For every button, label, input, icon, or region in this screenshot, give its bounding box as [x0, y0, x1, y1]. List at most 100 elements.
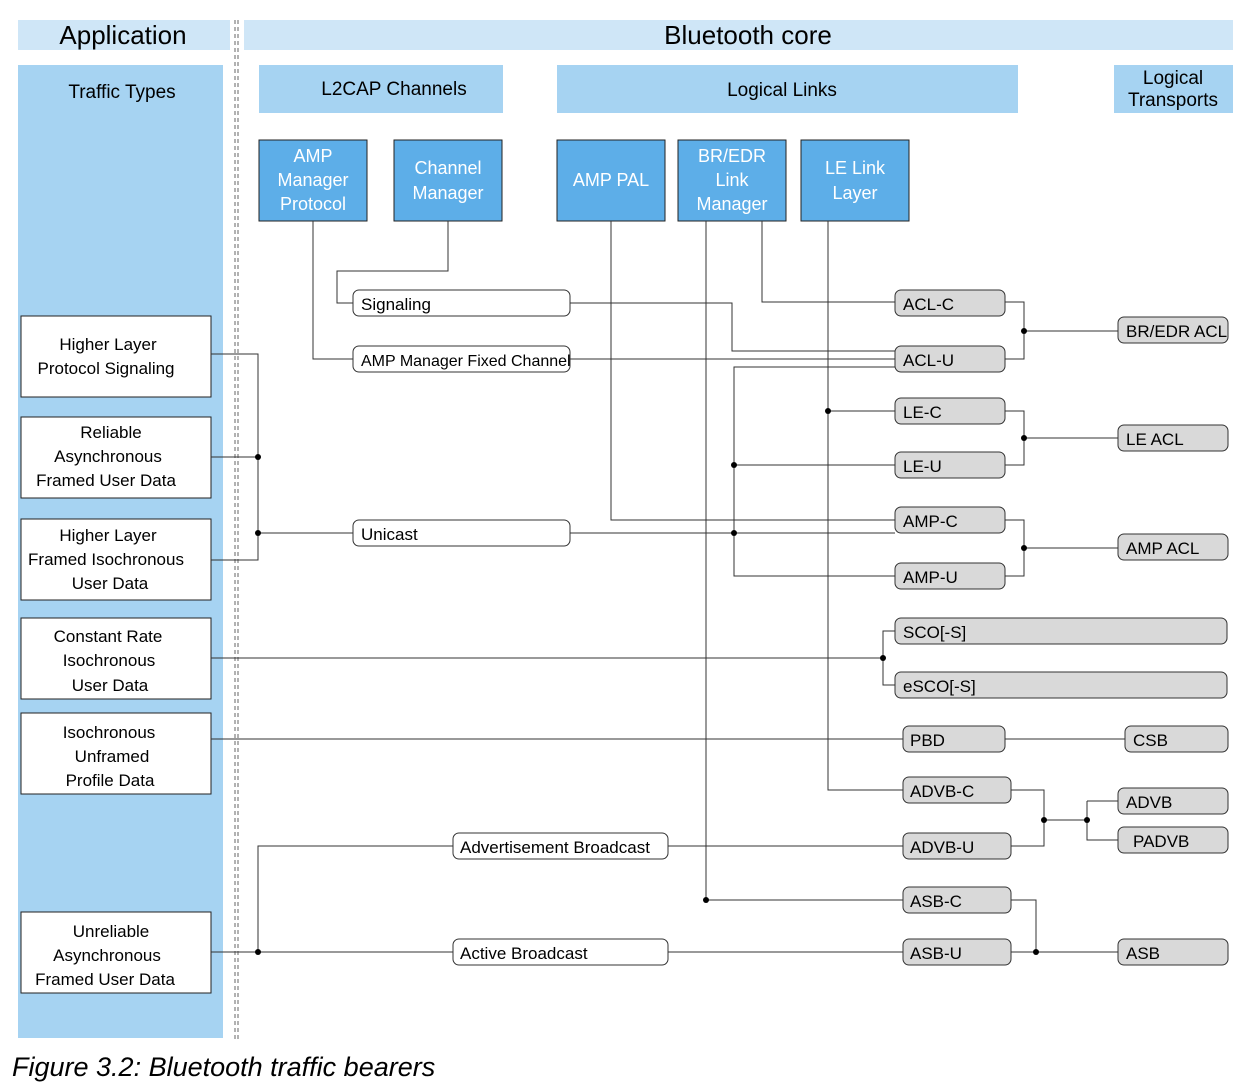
svg-text:LE Link: LE Link [825, 158, 886, 178]
traffic-reliable-async-framed: Reliable Asynchronous Framed User Data [20, 416, 212, 499]
svg-text:Protocol Signaling: Protocol Signaling [37, 359, 174, 378]
svg-text:Asynchronous: Asynchronous [54, 447, 162, 466]
svg-text:Unreliable: Unreliable [73, 922, 150, 941]
svg-text:Higher Layer: Higher Layer [59, 526, 157, 545]
transport-amp-acl-label: AMP ACL [1126, 539, 1199, 558]
traffic-constant-rate-iso: Constant Rate Isochronous User Data [20, 617, 212, 700]
channel-active-broadcast: Active Broadcast [452, 938, 669, 966]
link-sco [894, 617, 1228, 645]
logical-transports-label-line1: Logical [1143, 68, 1203, 89]
svg-text:Framed Isochronous: Framed Isochronous [28, 550, 184, 569]
svg-text:User Data: User Data [72, 574, 149, 593]
transport-asb [1117, 938, 1229, 966]
traffic-higher-layer-framed-iso: Higher Layer Framed Isochronous User Dat… [20, 518, 212, 601]
link-esco-label: eSCO[-S] [903, 677, 976, 696]
channel-manager-block: Channel Manager [393, 139, 503, 222]
transport-csb [1124, 725, 1229, 753]
link-sco-label: SCO[-S] [903, 623, 966, 642]
svg-text:Isochronous: Isochronous [63, 651, 156, 670]
link-advb-c [902, 776, 1012, 804]
link-amp-c [894, 506, 1006, 534]
svg-text:Signaling: Signaling [361, 295, 431, 314]
application-header [18, 20, 230, 50]
figure-caption: Figure 3.2: Bluetooth traffic bearers [12, 1052, 436, 1082]
link-le-u [894, 451, 1006, 479]
transport-bredr-acl-label: BR/EDR ACL [1126, 322, 1227, 341]
channel-advertisement-broadcast: Advertisement Broadcast [452, 832, 669, 860]
svg-text:AMP Manager Fixed Channel: AMP Manager Fixed Channel [361, 353, 571, 370]
link-amp-u [894, 562, 1006, 590]
link-acl-c [894, 289, 1006, 317]
link-acl-u-label: ACL-U [903, 351, 954, 370]
le-link-layer-block: LE Link Layer [800, 139, 910, 222]
svg-text:Advertisement Broadcast: Advertisement Broadcast [460, 838, 650, 857]
link-le-u-label: LE-U [903, 457, 942, 476]
transport-csb-label: CSB [1133, 731, 1168, 750]
svg-text:Framed User Data: Framed User Data [36, 471, 176, 490]
svg-text:Active Broadcast: Active Broadcast [460, 944, 588, 963]
svg-text:Unframed: Unframed [75, 747, 150, 766]
link-advb-u [902, 832, 1012, 860]
channel-unicast: Unicast [352, 519, 571, 547]
svg-text:Reliable: Reliable [80, 423, 141, 442]
svg-text:Manager: Manager [696, 194, 767, 214]
transport-advb-label: ADVB [1126, 793, 1172, 812]
traffic-types-label: Traffic Types [68, 82, 175, 103]
transport-asb-label: ASB [1126, 944, 1160, 963]
logical-transports-header [1114, 65, 1233, 113]
bredr-link-manager-block: BR/EDR Link Manager [677, 139, 787, 222]
application-header-label: Application [59, 20, 186, 50]
svg-text:User Data: User Data [72, 676, 149, 695]
svg-text:Manager: Manager [277, 170, 348, 190]
link-asb-c-label: ASB-C [910, 892, 962, 911]
svg-text:AMP: AMP [293, 146, 332, 166]
amp-manager-protocol-block: AMP Manager Protocol [258, 139, 368, 222]
traffic-iso-unframed-profile: Isochronous Unframed Profile Data [20, 712, 212, 795]
transport-advb [1117, 787, 1229, 815]
link-advb-c-label: ADVB-C [910, 782, 974, 801]
transport-padvb-label: PADVB [1133, 832, 1189, 851]
link-advb-u-label: ADVB-U [910, 838, 974, 857]
bluetooth-core-header [244, 20, 1233, 50]
junction-dots [255, 328, 1090, 955]
link-asb-u-label: ASB-U [910, 944, 962, 963]
svg-text:Isochronous: Isochronous [63, 723, 156, 742]
amp-pal-block: AMP PAL [556, 139, 666, 222]
transport-bredr-acl [1117, 316, 1229, 344]
svg-text:Higher Layer: Higher Layer [59, 335, 157, 354]
link-esco [894, 671, 1228, 699]
traffic-unreliable-async-framed: Unreliable Asynchronous Framed User Data [20, 911, 212, 994]
link-asb-u [902, 938, 1012, 966]
l2cap-channels-header [259, 65, 503, 113]
link-acl-u [894, 345, 1006, 373]
bluetooth-core-header-label: Bluetooth core [664, 20, 832, 50]
svg-text:Channel: Channel [414, 158, 481, 178]
svg-text:Profile Data: Profile Data [66, 771, 155, 790]
logical-links-label: Logical Links [727, 80, 837, 101]
link-le-c-label: LE-C [903, 403, 942, 422]
channel-amp-manager-fixed: AMP Manager Fixed Channel [352, 345, 571, 373]
svg-text:Unicast: Unicast [361, 525, 418, 544]
transport-le-acl-label: LE ACL [1126, 430, 1184, 449]
link-amp-c-label: AMP-C [903, 512, 958, 531]
logical-transports-label-line2: Transports [1128, 90, 1218, 111]
channel-signaling: Signaling [352, 289, 571, 317]
link-acl-c-label: ACL-C [903, 295, 954, 314]
link-amp-u-label: AMP-U [903, 568, 958, 587]
link-pbd [902, 725, 1006, 753]
traffic-higher-layer-signaling: Higher Layer Protocol Signaling [20, 315, 212, 398]
svg-text:Link: Link [715, 170, 749, 190]
svg-text:AMP PAL: AMP PAL [573, 170, 649, 190]
transport-amp-acl [1117, 533, 1229, 561]
svg-text:Framed User Data: Framed User Data [35, 970, 175, 989]
svg-text:Constant Rate: Constant Rate [54, 627, 163, 646]
svg-text:Asynchronous: Asynchronous [53, 946, 161, 965]
svg-text:Manager: Manager [412, 183, 483, 203]
l2cap-channels-label: L2CAP Channels [321, 79, 466, 100]
transport-padvb [1117, 826, 1229, 854]
svg-text:Layer: Layer [832, 183, 877, 203]
link-pbd-label: PBD [910, 731, 945, 750]
svg-text:Protocol: Protocol [280, 194, 346, 214]
svg-text:BR/EDR: BR/EDR [698, 146, 766, 166]
